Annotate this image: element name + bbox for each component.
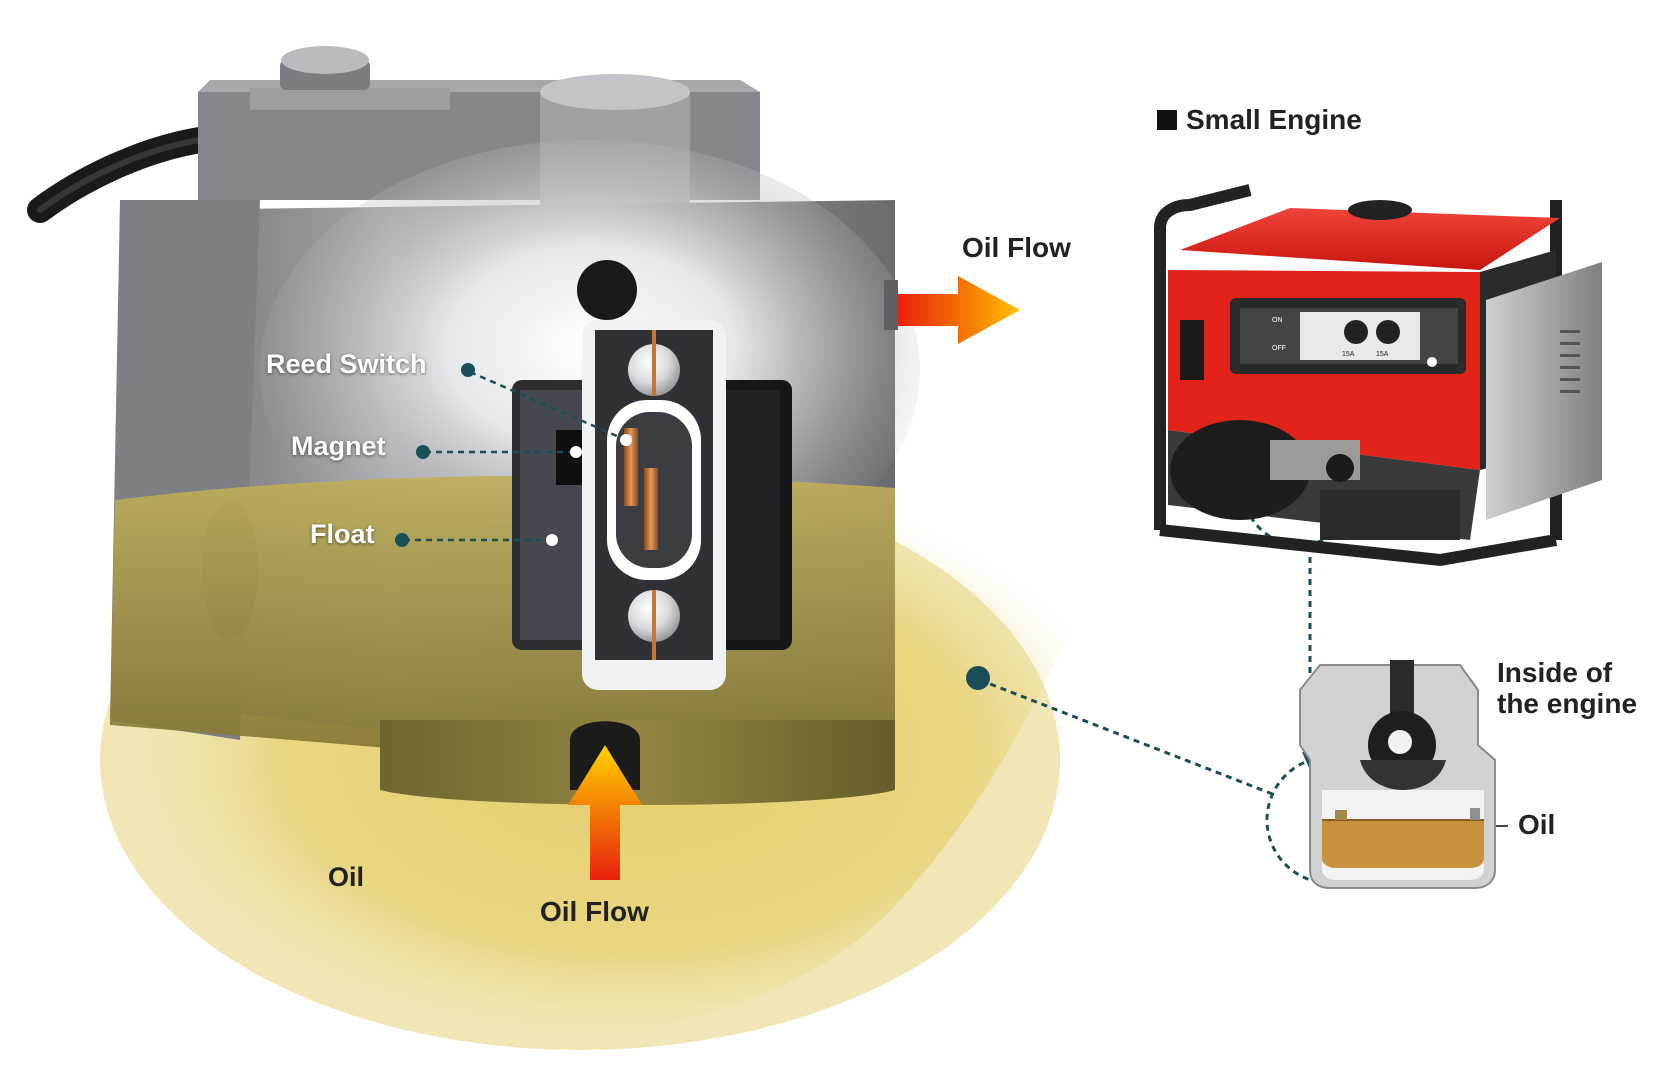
engine-cross-section [1299, 660, 1496, 889]
black-square-icon [1157, 110, 1177, 130]
label-magnet: Magnet [291, 431, 386, 461]
label-oil-flow-bottom: Oil Flow [540, 896, 649, 927]
switch-off-label: OFF [1272, 345, 1286, 352]
label-oil-left: Oil [328, 862, 365, 892]
sensor-cable [27, 127, 213, 223]
oil-flow-arrow-right-icon [898, 276, 1020, 344]
generator-illustration: 15A 15A ON OFF [1154, 184, 1602, 567]
oil-flow-arrow-up-icon [568, 745, 642, 880]
label-inside-engine: Inside of the engine [1497, 657, 1674, 720]
target-dots [546, 434, 632, 546]
sensor-cutaway [512, 320, 792, 690]
outlet-rating-2: 15A [1376, 351, 1389, 358]
small-engine-text: Small Engine [1186, 104, 1362, 135]
label-oil-flow-right: Oil Flow [962, 232, 1071, 263]
label-oil-right: Oil [1518, 809, 1556, 840]
label-reed-switch: Reed Switch [266, 349, 427, 379]
vent-slots [1560, 330, 1580, 393]
inside-engine-line2: the engine [1497, 687, 1638, 719]
leader-dots [395, 363, 990, 690]
outlet-rating-1: 15A [1342, 351, 1355, 358]
label-small-engine: Small Engine [1157, 104, 1362, 136]
label-float: Float [310, 519, 375, 549]
switch-on-label: ON [1272, 317, 1283, 324]
inside-engine-line1: Inside of [1497, 657, 1613, 688]
